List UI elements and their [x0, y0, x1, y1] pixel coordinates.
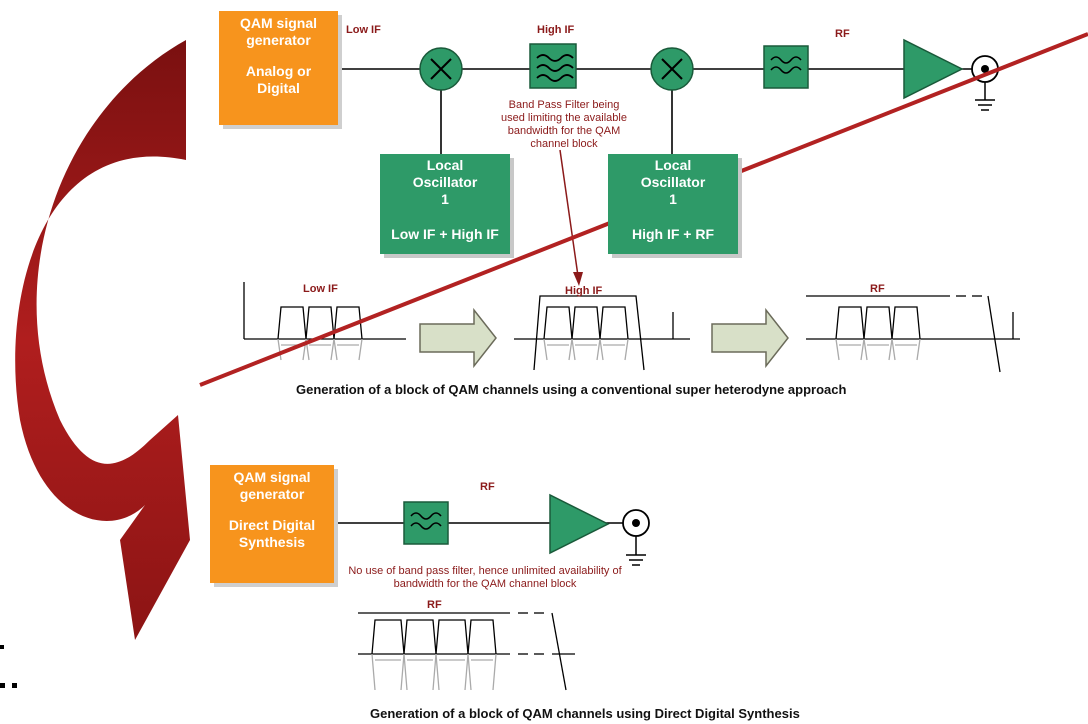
lo2-number: 1 — [669, 191, 677, 207]
label-high-if: High IF — [537, 24, 575, 36]
mixer-icon — [650, 47, 694, 91]
antenna-connector-icon — [622, 509, 650, 555]
lo1-number: 1 — [441, 191, 449, 207]
amplifier-icon — [903, 38, 964, 100]
spectrum-label-rf-bottom: RF — [427, 599, 442, 611]
generator-title: QAM signal generator — [239, 15, 317, 48]
spectrum-label-high-if: High IF — [565, 285, 603, 297]
caption-superheterodyne: Generation of a block of QAM channels us… — [296, 382, 847, 397]
qam-generator-analog-box: QAM signal generator Analog or Digital — [219, 11, 338, 125]
ground-icon — [626, 554, 646, 566]
spectrum-rf-top — [806, 295, 1020, 373]
mixer-icon — [419, 47, 463, 91]
spectrum-high-if — [514, 295, 690, 371]
filter-note: No use of band pass filter, hence unlimi… — [348, 565, 622, 590]
curved-arrow-icon — [15, 40, 191, 640]
bpf-note: Band Pass Filter being used limiting the… — [501, 99, 627, 150]
generator-title: QAM signal generator — [233, 469, 311, 502]
flow-arrow-icon — [419, 307, 497, 369]
ground-icon — [975, 99, 995, 111]
generator-subtitle: Direct Digital Synthesis — [228, 517, 316, 550]
caption-dds: Generation of a block of QAM channels us… — [370, 706, 800, 721]
lo2-title: Local Oscillator — [640, 157, 706, 190]
flow-arrow-icon — [711, 307, 789, 369]
label-low-if: Low IF — [346, 24, 381, 36]
qam-generator-dds-box: QAM signal generator Direct Digital Synt… — [210, 465, 334, 583]
lo2-freq: High IF + RF — [631, 226, 715, 242]
lowpass-filter-icon — [763, 45, 809, 89]
lo1-title: Local Oscillator — [412, 157, 478, 190]
bandpass-filter-icon — [529, 43, 577, 89]
local-oscillator-2: Local Oscillator 1 High IF + RF — [608, 154, 738, 254]
local-oscillator-1: Local Oscillator 1 Low IF + High IF — [380, 154, 510, 254]
spectrum-label-low-if: Low IF — [303, 283, 338, 295]
lowpass-filter-icon — [403, 501, 449, 545]
spectrum-label-rf: RF — [870, 283, 885, 295]
generator-subtitle: Analog or Digital — [245, 63, 312, 96]
annotation-arrow — [559, 149, 583, 286]
spectrum-rf-bottom — [358, 612, 575, 691]
label-rf-bottom: RF — [480, 481, 495, 493]
edge-marks — [0, 645, 17, 688]
amplifier-icon — [549, 493, 610, 555]
label-rf: RF — [835, 28, 850, 40]
lo1-freq: Low IF + High IF — [391, 226, 499, 242]
